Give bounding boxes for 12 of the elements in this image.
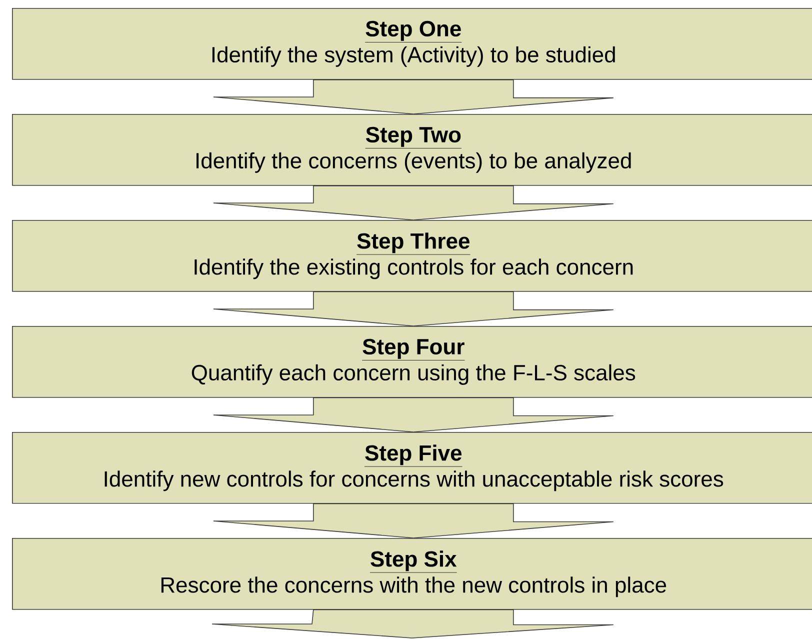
block-arrow xyxy=(213,185,614,220)
step-box: Step Five Identify new controls for concerns with unacceptable risk scores xyxy=(12,432,812,504)
step-box: Step One Identify the system (Activity) to be studied xyxy=(12,8,812,80)
block-arrow xyxy=(212,609,614,638)
step-box: Step Six Rescore the concerns with the new controls in place xyxy=(12,538,812,610)
block-arrow xyxy=(213,397,614,432)
step-box: Step Three Identify the existing controls for each concern xyxy=(12,220,812,292)
block-arrow xyxy=(213,503,614,538)
step-box: Step Two Identify the concerns (events) to be analyzed xyxy=(12,114,812,186)
block-arrow xyxy=(213,291,614,326)
block-arrow xyxy=(213,79,614,114)
step-box: Step Four Quantify each concern using the F-L-S scales xyxy=(12,326,812,398)
